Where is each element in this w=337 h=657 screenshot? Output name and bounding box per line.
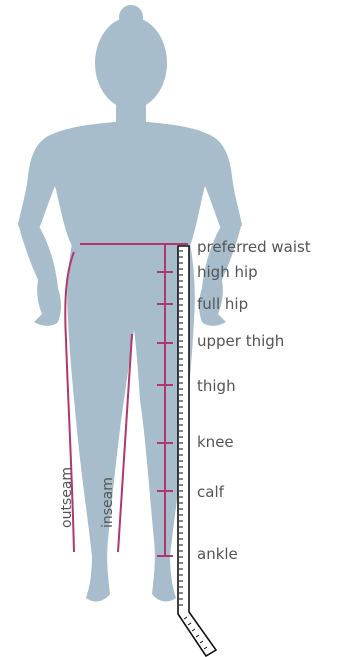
label-ankle: ankle [197,545,238,563]
label-full-hip: full hip [197,295,248,313]
label-thigh: thigh [197,377,236,395]
label-inseam: inseam [100,477,116,528]
label-high-hip: high hip [197,263,258,281]
legs [67,244,195,601]
torso [18,122,242,246]
left-arm [18,222,61,326]
label-outseam: outseam [59,467,75,528]
label-preferred-waist: preferred waist [197,238,311,256]
label-calf: calf [197,483,225,501]
label-knee: knee [197,433,234,451]
head [95,17,167,109]
label-upper-thigh: upper thigh [197,332,284,350]
